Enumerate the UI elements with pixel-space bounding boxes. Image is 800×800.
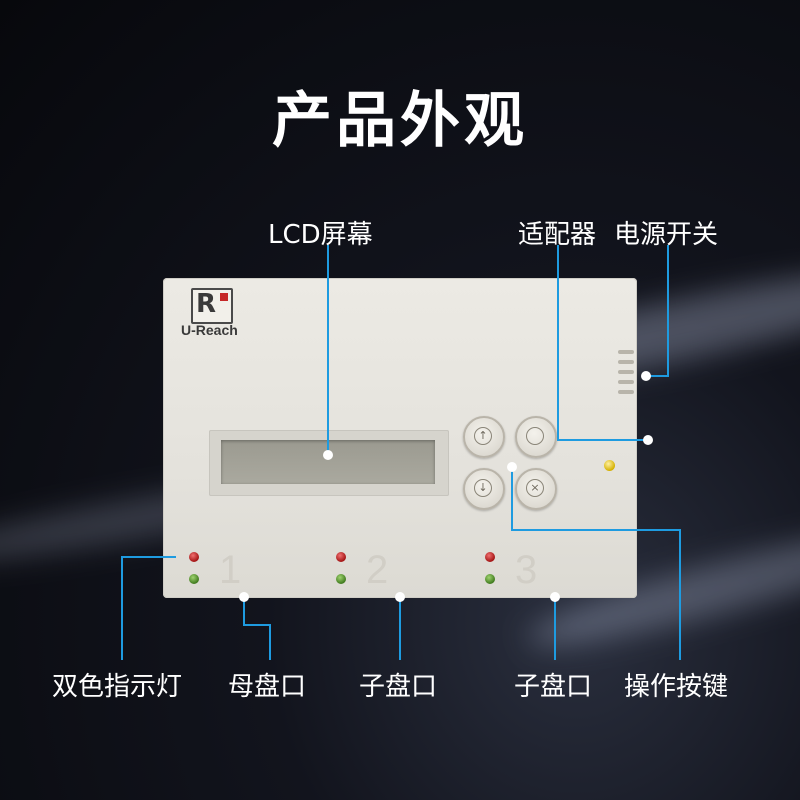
- brand-name: U-Reach: [181, 322, 238, 338]
- power-leader: [646, 245, 669, 377]
- vent-slot: [618, 350, 634, 354]
- confirm-button[interactable]: [515, 416, 557, 458]
- vent-slot: [618, 380, 634, 384]
- down-button[interactable]: ↓: [463, 468, 505, 510]
- bicolor-led-label: 双色指示灯: [52, 672, 183, 702]
- vent-slot: [618, 390, 634, 394]
- status-led-red-2: [336, 552, 346, 562]
- target-port-1-marker: [395, 592, 405, 602]
- lcd-screen: [221, 440, 435, 484]
- close-icon: ×: [526, 479, 544, 497]
- lcd-marker: [323, 450, 333, 460]
- button-marker: [507, 462, 517, 472]
- up-button[interactable]: ↑: [463, 416, 505, 458]
- power-marker: [641, 371, 651, 381]
- brand-logo: R: [191, 288, 233, 324]
- slot-number-1: 1: [219, 548, 242, 592]
- slot-number-3: 3: [515, 548, 538, 592]
- arrow-up-icon: ↑: [474, 427, 492, 445]
- vent-slot: [618, 360, 634, 364]
- slot-number-2: 2: [366, 548, 389, 592]
- master-port-label: 母盘口: [228, 672, 307, 702]
- target-port-2-marker: [550, 592, 560, 602]
- logo-letter: R: [196, 289, 217, 319]
- status-led-green-2: [336, 574, 346, 584]
- duplicator-device: R U-Reach ↑ ↓ × 1 2 3: [163, 278, 637, 598]
- status-led-green-1: [189, 574, 199, 584]
- target-port-2-label: 子盘口: [514, 672, 593, 702]
- page-title: 产品外观: [272, 86, 528, 156]
- cancel-button[interactable]: ×: [515, 468, 557, 510]
- status-led-red-3: [485, 552, 495, 562]
- adapter-label: 适配器: [518, 220, 597, 250]
- master-port-leader: [243, 597, 271, 660]
- lcd-label: LCD屏幕: [268, 220, 373, 250]
- circle-icon: [526, 427, 544, 445]
- status-led-green-3: [485, 574, 495, 584]
- target-port-1-label: 子盘口: [359, 672, 438, 702]
- vent-slot: [618, 370, 634, 374]
- status-led-red-1: [189, 552, 199, 562]
- master-port-marker: [239, 592, 249, 602]
- adapter-marker: [643, 435, 653, 445]
- buttons-label: 操作按键: [624, 672, 729, 702]
- power-led: [604, 460, 615, 471]
- lcd-bezel: [209, 430, 449, 496]
- arrow-down-icon: ↓: [474, 479, 492, 497]
- power-switch-label: 电源开关: [614, 220, 719, 250]
- logo-accent: [220, 293, 228, 301]
